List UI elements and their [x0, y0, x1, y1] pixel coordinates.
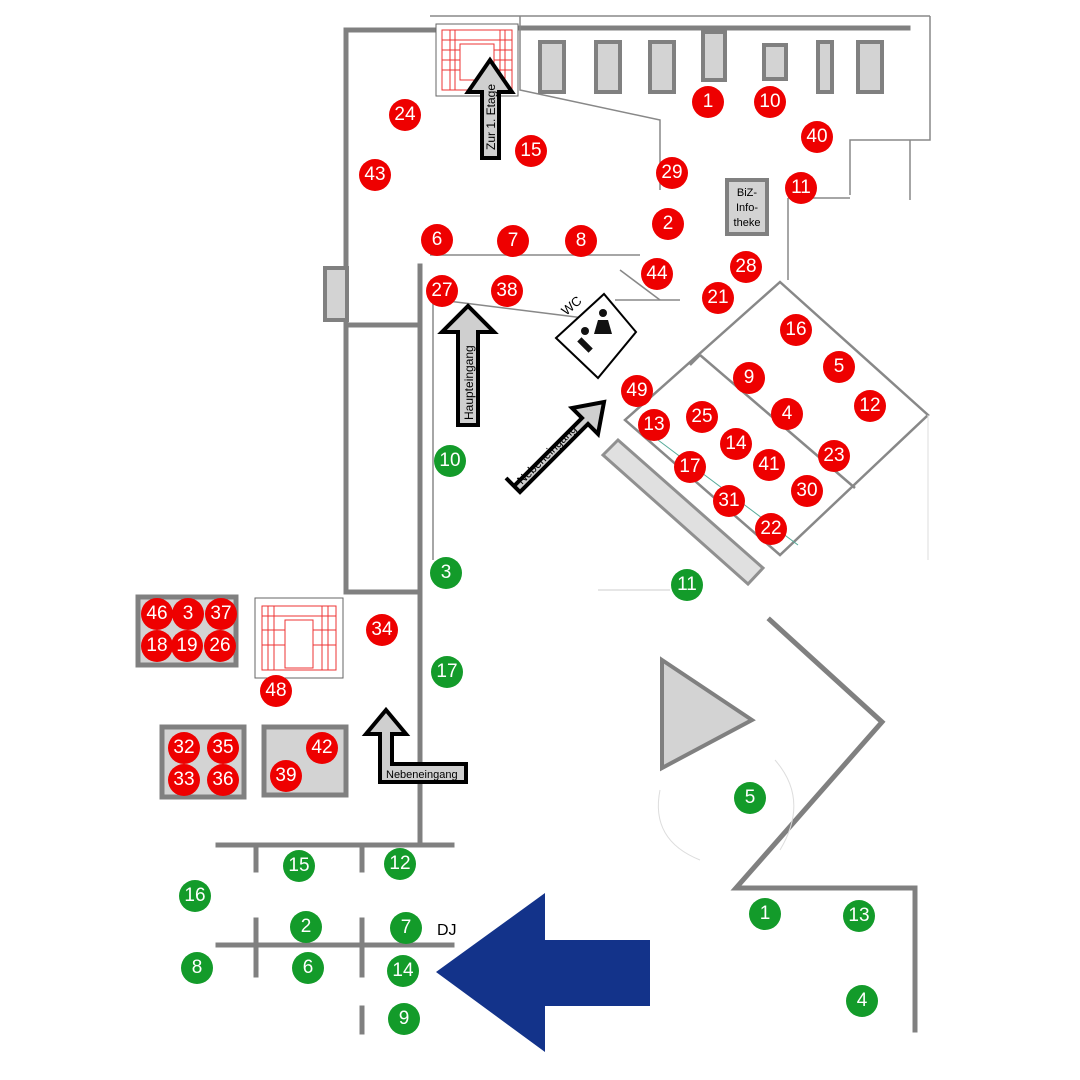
location-marker-red: 27 [426, 275, 458, 307]
location-marker-red: 5 [823, 351, 855, 383]
location-marker-red: 40 [801, 121, 833, 153]
location-marker-red: 28 [730, 251, 762, 283]
location-marker-red: 44 [641, 258, 673, 290]
location-marker-red: 15 [515, 135, 547, 167]
side-entrance-label: Nebeneingang [386, 769, 458, 781]
location-marker-red: 48 [260, 675, 292, 707]
location-marker-green: 16 [179, 880, 211, 912]
location-marker-green: 1 [749, 898, 781, 930]
location-marker-red: 38 [491, 275, 523, 307]
stairs-up-label: Zur 1. Etage [484, 84, 498, 150]
location-marker-red: 17 [674, 451, 706, 483]
dj-label: DJ [437, 922, 457, 939]
location-marker-red: 35 [207, 732, 239, 764]
location-marker-green: 9 [388, 1003, 420, 1035]
biz-line-3: theke [734, 217, 761, 229]
location-marker-green: 10 [434, 445, 466, 477]
interior-lines [430, 15, 931, 560]
location-marker-red: 29 [656, 157, 688, 189]
location-marker-red: 34 [366, 614, 398, 646]
location-marker-red: 30 [791, 475, 823, 507]
location-marker-red: 16 [780, 314, 812, 346]
direction-arrow-icon [436, 893, 650, 1052]
location-marker-red: 4 [771, 398, 803, 430]
location-marker-red: 39 [270, 760, 302, 792]
location-marker-green: 12 [384, 848, 416, 880]
location-marker-red: 41 [753, 449, 785, 481]
location-marker-green: 3 [430, 557, 462, 589]
location-marker-green: 4 [846, 985, 878, 1017]
location-marker-red: 33 [168, 764, 200, 796]
diagonal-bar [600, 437, 766, 587]
location-marker-red: 2 [652, 208, 684, 240]
location-marker-red: 22 [755, 513, 787, 545]
location-marker-red: 19 [171, 630, 203, 662]
location-marker-green: 17 [431, 656, 463, 688]
location-marker-red: 24 [389, 99, 421, 131]
location-marker-red: 9 [733, 362, 765, 394]
building-walls [215, 25, 918, 1035]
location-marker-red: 3 [172, 598, 204, 630]
stage-triangle [660, 656, 756, 772]
wc-person-icon [554, 292, 638, 380]
location-marker-red: 43 [359, 159, 391, 191]
location-marker-red: 13 [638, 409, 670, 441]
top-windows [538, 30, 884, 94]
biz-line-1: BiZ- [737, 187, 758, 199]
location-marker-green: 8 [181, 952, 213, 984]
location-marker-red: 14 [720, 428, 752, 460]
location-marker-red: 6 [421, 224, 453, 256]
location-marker-red: 49 [621, 375, 653, 407]
location-marker-red: 8 [565, 225, 597, 257]
location-marker-green: 13 [843, 900, 875, 932]
location-marker-green: 11 [671, 569, 703, 601]
location-marker-red: 31 [713, 485, 745, 517]
location-marker-green: 7 [390, 912, 422, 944]
location-marker-red: 18 [141, 630, 173, 662]
location-marker-red: 46 [141, 598, 173, 630]
location-marker-red: 36 [207, 764, 239, 796]
location-marker-red: 11 [785, 172, 817, 204]
location-marker-red: 1 [692, 86, 724, 118]
entrance-arrow-icon [361, 56, 607, 784]
main-entrance-label: Haupteingang [462, 345, 476, 420]
location-marker-green: 6 [292, 952, 324, 984]
biz-label: BiZ- Info- theke [734, 187, 761, 229]
location-marker-green: 2 [290, 911, 322, 943]
location-marker-red: 32 [168, 732, 200, 764]
location-marker-red: 37 [205, 598, 237, 630]
side-entrance-diag-label: Nebeneingang [514, 422, 579, 487]
location-marker-green: 15 [283, 850, 315, 882]
location-marker-red: 12 [854, 390, 886, 422]
location-marker-green: 5 [734, 782, 766, 814]
location-marker-red: 10 [754, 86, 786, 118]
location-marker-red: 7 [497, 225, 529, 257]
location-marker-green: 14 [387, 955, 419, 987]
pillar [323, 266, 349, 322]
location-marker-red: 23 [818, 440, 850, 472]
biz-line-2: Info- [736, 202, 758, 214]
biz-info-desk [725, 178, 769, 236]
location-marker-red: 25 [686, 401, 718, 433]
location-marker-red: 26 [204, 630, 236, 662]
location-marker-red: 42 [306, 732, 338, 764]
location-marker-red: 21 [702, 282, 734, 314]
stairs-lower [254, 597, 344, 679]
